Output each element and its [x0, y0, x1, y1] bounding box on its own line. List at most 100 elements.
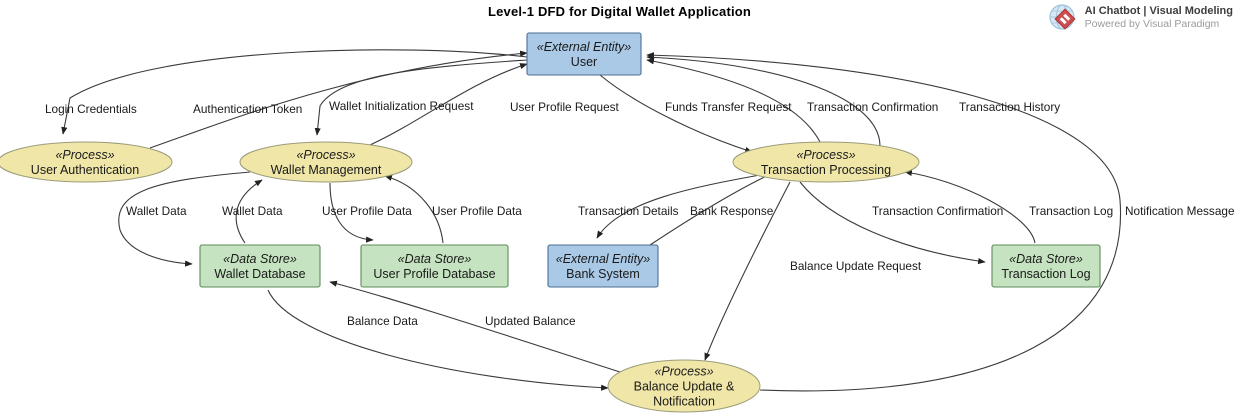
edge-path-e2	[149, 50, 528, 149]
edge-path-e4	[369, 63, 528, 146]
edge-path-e1	[61, 49, 528, 135]
dfd-edge	[329, 182, 374, 243]
edge-label: Transaction Confirmation	[807, 100, 938, 114]
edge-label: User Profile Data	[432, 204, 522, 218]
edge-path-e19	[329, 280, 621, 373]
dfd-edge	[646, 58, 821, 143]
dfd-node-balance[interactable]: «Process»Balance Update &Notification	[607, 359, 761, 413]
node-label-line2: Notification	[653, 395, 715, 409]
dfd-edge	[596, 174, 761, 239]
edge-layer	[61, 49, 1122, 392]
edge-label: Transaction History	[959, 100, 1060, 114]
node-stereotype: «Process»	[654, 365, 713, 379]
edge-label: Login Credentials	[45, 102, 137, 116]
node-label: Transaction Log	[1001, 267, 1090, 281]
dfd-edge	[61, 49, 528, 135]
node-stereotype: «Process»	[796, 148, 855, 162]
edge-path-e11	[384, 174, 444, 244]
globe-diamond-logo-icon	[1048, 3, 1078, 33]
edge-path-e9	[235, 179, 263, 244]
edge-path-e10	[329, 182, 374, 243]
node-label: User Profile Database	[373, 267, 495, 281]
edge-label: Balance Update Request	[790, 259, 922, 273]
edge-label: Wallet Initialization Request	[329, 99, 474, 113]
edge-label: User Profile Request	[510, 100, 620, 114]
node-label: Wallet Database	[214, 267, 305, 281]
node-shape[interactable]	[0, 141, 173, 183]
node-label: Transaction Processing	[761, 163, 891, 177]
node-shape[interactable]	[526, 32, 642, 76]
node-layer: «External Entity»User«Process»User Authe…	[0, 32, 1101, 413]
node-label: User	[571, 55, 597, 69]
edge-path-e14	[799, 181, 986, 265]
node-label: Balance Update &	[634, 380, 735, 394]
node-shape[interactable]	[732, 141, 920, 183]
dfd-node-wallet[interactable]: «Process»Wallet Management	[239, 141, 413, 183]
edge-label: Transaction Details	[578, 204, 679, 218]
dfd-edge	[235, 179, 263, 244]
node-shape[interactable]	[239, 141, 413, 183]
dfd-node-profiledb[interactable]: «Data Store»User Profile Database	[360, 244, 509, 288]
dfd-node-walletdb[interactable]: «Data Store»Wallet Database	[199, 244, 321, 288]
node-shape[interactable]	[547, 244, 659, 288]
edge-label: Wallet Data	[222, 204, 283, 218]
node-stereotype: «Process»	[296, 148, 355, 162]
edge-path-e15	[904, 169, 1036, 244]
node-stereotype: «Process»	[55, 148, 114, 162]
edge-label: Funds Transfer Request	[665, 100, 792, 114]
node-stereotype: «Data Store»	[398, 252, 472, 266]
edge-label: User Profile Data	[322, 204, 412, 218]
node-shape[interactable]	[360, 244, 509, 288]
dfd-edge	[646, 54, 881, 147]
edge-label: Transaction Confirmation	[872, 204, 1003, 218]
edge-path-e6	[646, 58, 821, 143]
node-label: Bank System	[566, 267, 640, 281]
dfd-edge	[649, 171, 776, 246]
page-title: Level-1 DFD for Digital Wallet Applicati…	[487, 4, 752, 19]
dfd-edge	[704, 181, 791, 361]
edge-label: Notification Message	[1125, 204, 1235, 218]
edge-path-e5	[599, 74, 753, 153]
brand-subtitle: Powered by Visual Paradigm	[1084, 18, 1220, 31]
edge-label: Transaction Log	[1029, 204, 1113, 218]
dfd-edge	[314, 59, 528, 136]
edge-path-e7	[646, 54, 881, 147]
dfd-edge	[384, 174, 444, 244]
dfd-node-txn[interactable]: «Process»Transaction Processing	[732, 141, 920, 183]
edge-path-e17	[704, 181, 791, 361]
edge-path-e8	[118, 171, 251, 267]
edge-label: Updated Balance	[485, 314, 576, 328]
dfd-edge	[369, 63, 528, 146]
dfd-node-bank[interactable]: «External Entity»Bank System	[547, 244, 659, 288]
node-stereotype: «External Entity»	[537, 40, 632, 54]
edge-path-e12	[596, 174, 761, 239]
node-shape[interactable]	[607, 359, 761, 413]
dfd-node-txnlog[interactable]: «Data Store»Transaction Log	[991, 244, 1101, 288]
dfd-edge	[149, 50, 528, 149]
node-shape[interactable]	[199, 244, 321, 288]
dfd-edge	[904, 169, 1036, 244]
edge-label: Wallet Data	[126, 204, 187, 218]
edge-path-e3	[314, 59, 528, 136]
node-shape[interactable]	[991, 244, 1101, 288]
edge-label: Balance Data	[347, 314, 418, 328]
edge-label: Authentication Token	[193, 102, 302, 116]
edge-path-e13	[649, 171, 776, 246]
edge-path-e16	[646, 52, 1122, 392]
dfd-edge	[118, 171, 251, 267]
dfd-edge	[799, 181, 986, 265]
dfd-node-auth[interactable]: «Process»User Authentication	[0, 141, 173, 183]
brand-watermark: AI Chatbot | Visual Modeling Powered by …	[1048, 3, 1233, 33]
dfd-edge	[599, 74, 753, 153]
dfd-node-user[interactable]: «External Entity»User	[526, 32, 642, 76]
brand-title: AI Chatbot | Visual Modeling	[1084, 4, 1233, 17]
node-label: Wallet Management	[271, 163, 382, 177]
dfd-edge	[267, 289, 609, 391]
node-stereotype: «External Entity»	[556, 252, 651, 266]
node-label: User Authentication	[31, 163, 139, 177]
dfd-edge	[646, 52, 1122, 392]
node-stereotype: «Data Store»	[1009, 252, 1083, 266]
